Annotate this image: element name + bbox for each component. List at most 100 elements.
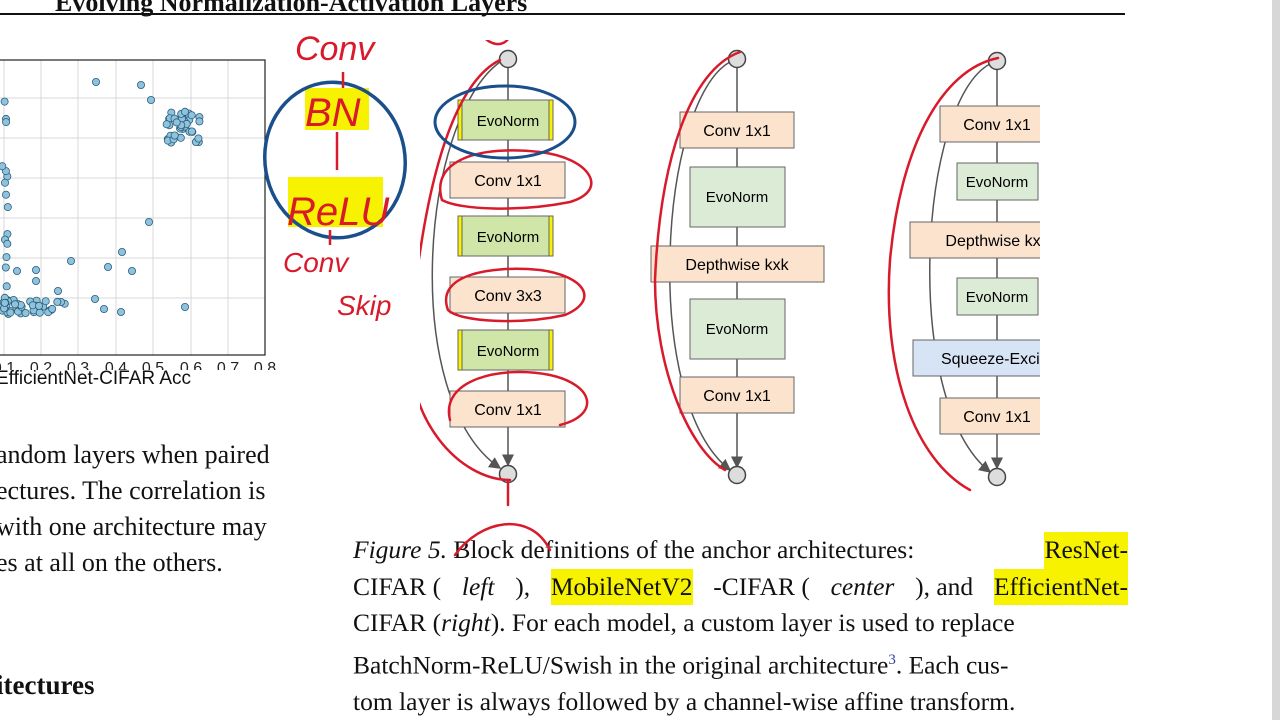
scatter-point <box>117 307 126 316</box>
caption-line-2: CIFAR ( left ), MobileNetV2 -CIFAR ( cen… <box>353 568 1128 605</box>
blue-circle-annotation <box>433 84 577 160</box>
scatter-point <box>12 266 21 275</box>
caption-line-1: Figure 5. Block definitions of the ancho… <box>353 532 1128 569</box>
center-architecture: Conv 1x1 EvoNorm Depthwise kxk EvoNorm C… <box>650 49 825 485</box>
scatter-point <box>180 107 189 116</box>
output-node <box>727 465 747 485</box>
caption-text: -CIFAR ( <box>713 571 810 601</box>
block-evonorm <box>689 298 786 360</box>
block-label: Squeeze-Excite <box>941 351 1040 368</box>
scatter-point <box>194 134 203 143</box>
left-architecture: EvoNorm Conv 1x1 EvoNorm Conv 3x3 EvoNor… <box>431 49 566 484</box>
blue-ellipse-annotation <box>262 80 408 240</box>
scatter-point <box>2 253 11 262</box>
x-tick-label: 0.3 <box>67 360 89 370</box>
scatter-point <box>6 308 15 317</box>
highlight-efficientnet: EfficientNet- <box>993 568 1128 605</box>
x-tick-label: 0.1 <box>0 360 15 370</box>
block-evonorm <box>956 162 1039 201</box>
scatter-point <box>195 117 204 126</box>
scatter-point <box>35 308 44 317</box>
footnote-link[interactable]: 3 <box>888 651 896 668</box>
handwritten-relu: ReLU <box>287 190 390 234</box>
caption-text: ), <box>515 571 531 601</box>
handwriting-area: Conv BN ReLU Conv Skip <box>262 30 408 321</box>
block-label: Conv 1x1 <box>703 388 771 405</box>
x-tick-labels: 0.1 0.2 0.3 0.4 0.5 0.6 0.7 0.8 <box>0 360 276 370</box>
pen-annotations <box>420 40 1000 507</box>
handwritten-skip: Skip <box>337 290 391 321</box>
handwritten-conv-2: Conv <box>283 247 350 278</box>
caption-line-5: tom layer is always followed by a channe… <box>353 686 1016 716</box>
block-label: EvoNorm <box>966 174 1029 191</box>
caption-line-4: BatchNorm-ReLU/Swish in the original arc… <box>353 642 1128 684</box>
block-label: Conv 3x3 <box>474 288 542 305</box>
scatter-point <box>0 97 9 106</box>
block-evonorm <box>461 99 550 141</box>
block-evonorm <box>689 166 786 228</box>
scatter-point <box>118 247 127 256</box>
header-rule <box>0 13 1125 15</box>
x-axis-label: EfficientNet-CIFAR Acc <box>0 368 191 389</box>
block-diagram: EvoNorm Conv 1x1 EvoNorm Conv 3x3 EvoNor… <box>420 40 1040 507</box>
block-label: Conv 1x1 <box>963 409 1031 426</box>
block-conv <box>449 276 566 314</box>
scrollbar-track[interactable] <box>1272 0 1280 720</box>
bn-highlight <box>305 88 369 130</box>
body-text-line: with one architecture may <box>0 512 267 541</box>
scatter-point <box>92 77 101 86</box>
x-tick-label: 0.5 <box>142 360 164 370</box>
block-label: EvoNorm <box>706 321 769 338</box>
x-tick-label: 0.8 <box>254 360 276 370</box>
block-depthwise <box>650 245 825 283</box>
caption-text: ). For each model, a custom layer is use… <box>490 608 1015 637</box>
block-label: EvoNorm <box>706 189 769 206</box>
block-label: Conv 1x1 <box>474 173 542 190</box>
scatter-point <box>127 266 136 275</box>
scatter-point <box>10 300 19 309</box>
block-label: EvoNorm <box>477 343 540 360</box>
caption-text: . Each cus- <box>895 650 1009 679</box>
scatter-point <box>53 297 62 306</box>
scatter-grid <box>0 60 265 355</box>
block-label: EvoNorm <box>966 289 1029 306</box>
scatter-point <box>54 286 63 295</box>
caption-line-3: CIFAR (right). For each model, a custom … <box>353 605 1128 642</box>
block-evonorm <box>461 329 550 371</box>
block-depthwise <box>909 221 1040 259</box>
block-evonorm <box>461 215 550 257</box>
scatter-point <box>162 120 171 129</box>
highlight-resnet: ResNet- <box>1044 532 1128 569</box>
block-label: Depthwise kxk <box>945 233 1040 250</box>
figure-caption: Figure 5. Block definitions of the ancho… <box>353 532 1128 720</box>
x-tick-label: 0.4 <box>105 360 127 370</box>
x-tick-label: 0.7 <box>217 360 239 370</box>
handwritten-arrows <box>328 72 345 245</box>
caption-pen-mark <box>453 522 552 557</box>
scatter-point <box>35 301 44 310</box>
scatter-point <box>2 190 10 199</box>
scatter-point <box>41 297 50 306</box>
block-label: Conv 1x1 <box>474 402 542 419</box>
block-conv <box>679 376 795 414</box>
scatter-point <box>91 294 100 303</box>
block-conv <box>939 105 1040 143</box>
block-label: Conv 1x1 <box>703 123 771 140</box>
scatter-point <box>67 256 76 265</box>
body-text-line: andom layers when paired <box>0 440 270 469</box>
scatter-point <box>2 118 11 127</box>
relu-highlight <box>288 177 383 227</box>
block-label: Depthwise kxk <box>685 257 789 274</box>
scatter-point <box>144 217 153 226</box>
scatter-point <box>187 111 196 120</box>
scatter-point <box>32 265 41 274</box>
block-conv <box>679 111 795 149</box>
scatter-plot: 0.1 0.2 0.3 0.4 0.5 0.6 0.7 0.8 <box>0 59 276 370</box>
scatter-point <box>48 304 57 313</box>
block-conv <box>449 390 566 428</box>
caption-text: CIFAR ( <box>353 571 442 601</box>
scatter-point <box>187 127 196 136</box>
scatter-point <box>21 308 30 317</box>
scatter-point <box>3 239 12 248</box>
caption-text: Block definitions of the anchor architec… <box>453 535 915 564</box>
